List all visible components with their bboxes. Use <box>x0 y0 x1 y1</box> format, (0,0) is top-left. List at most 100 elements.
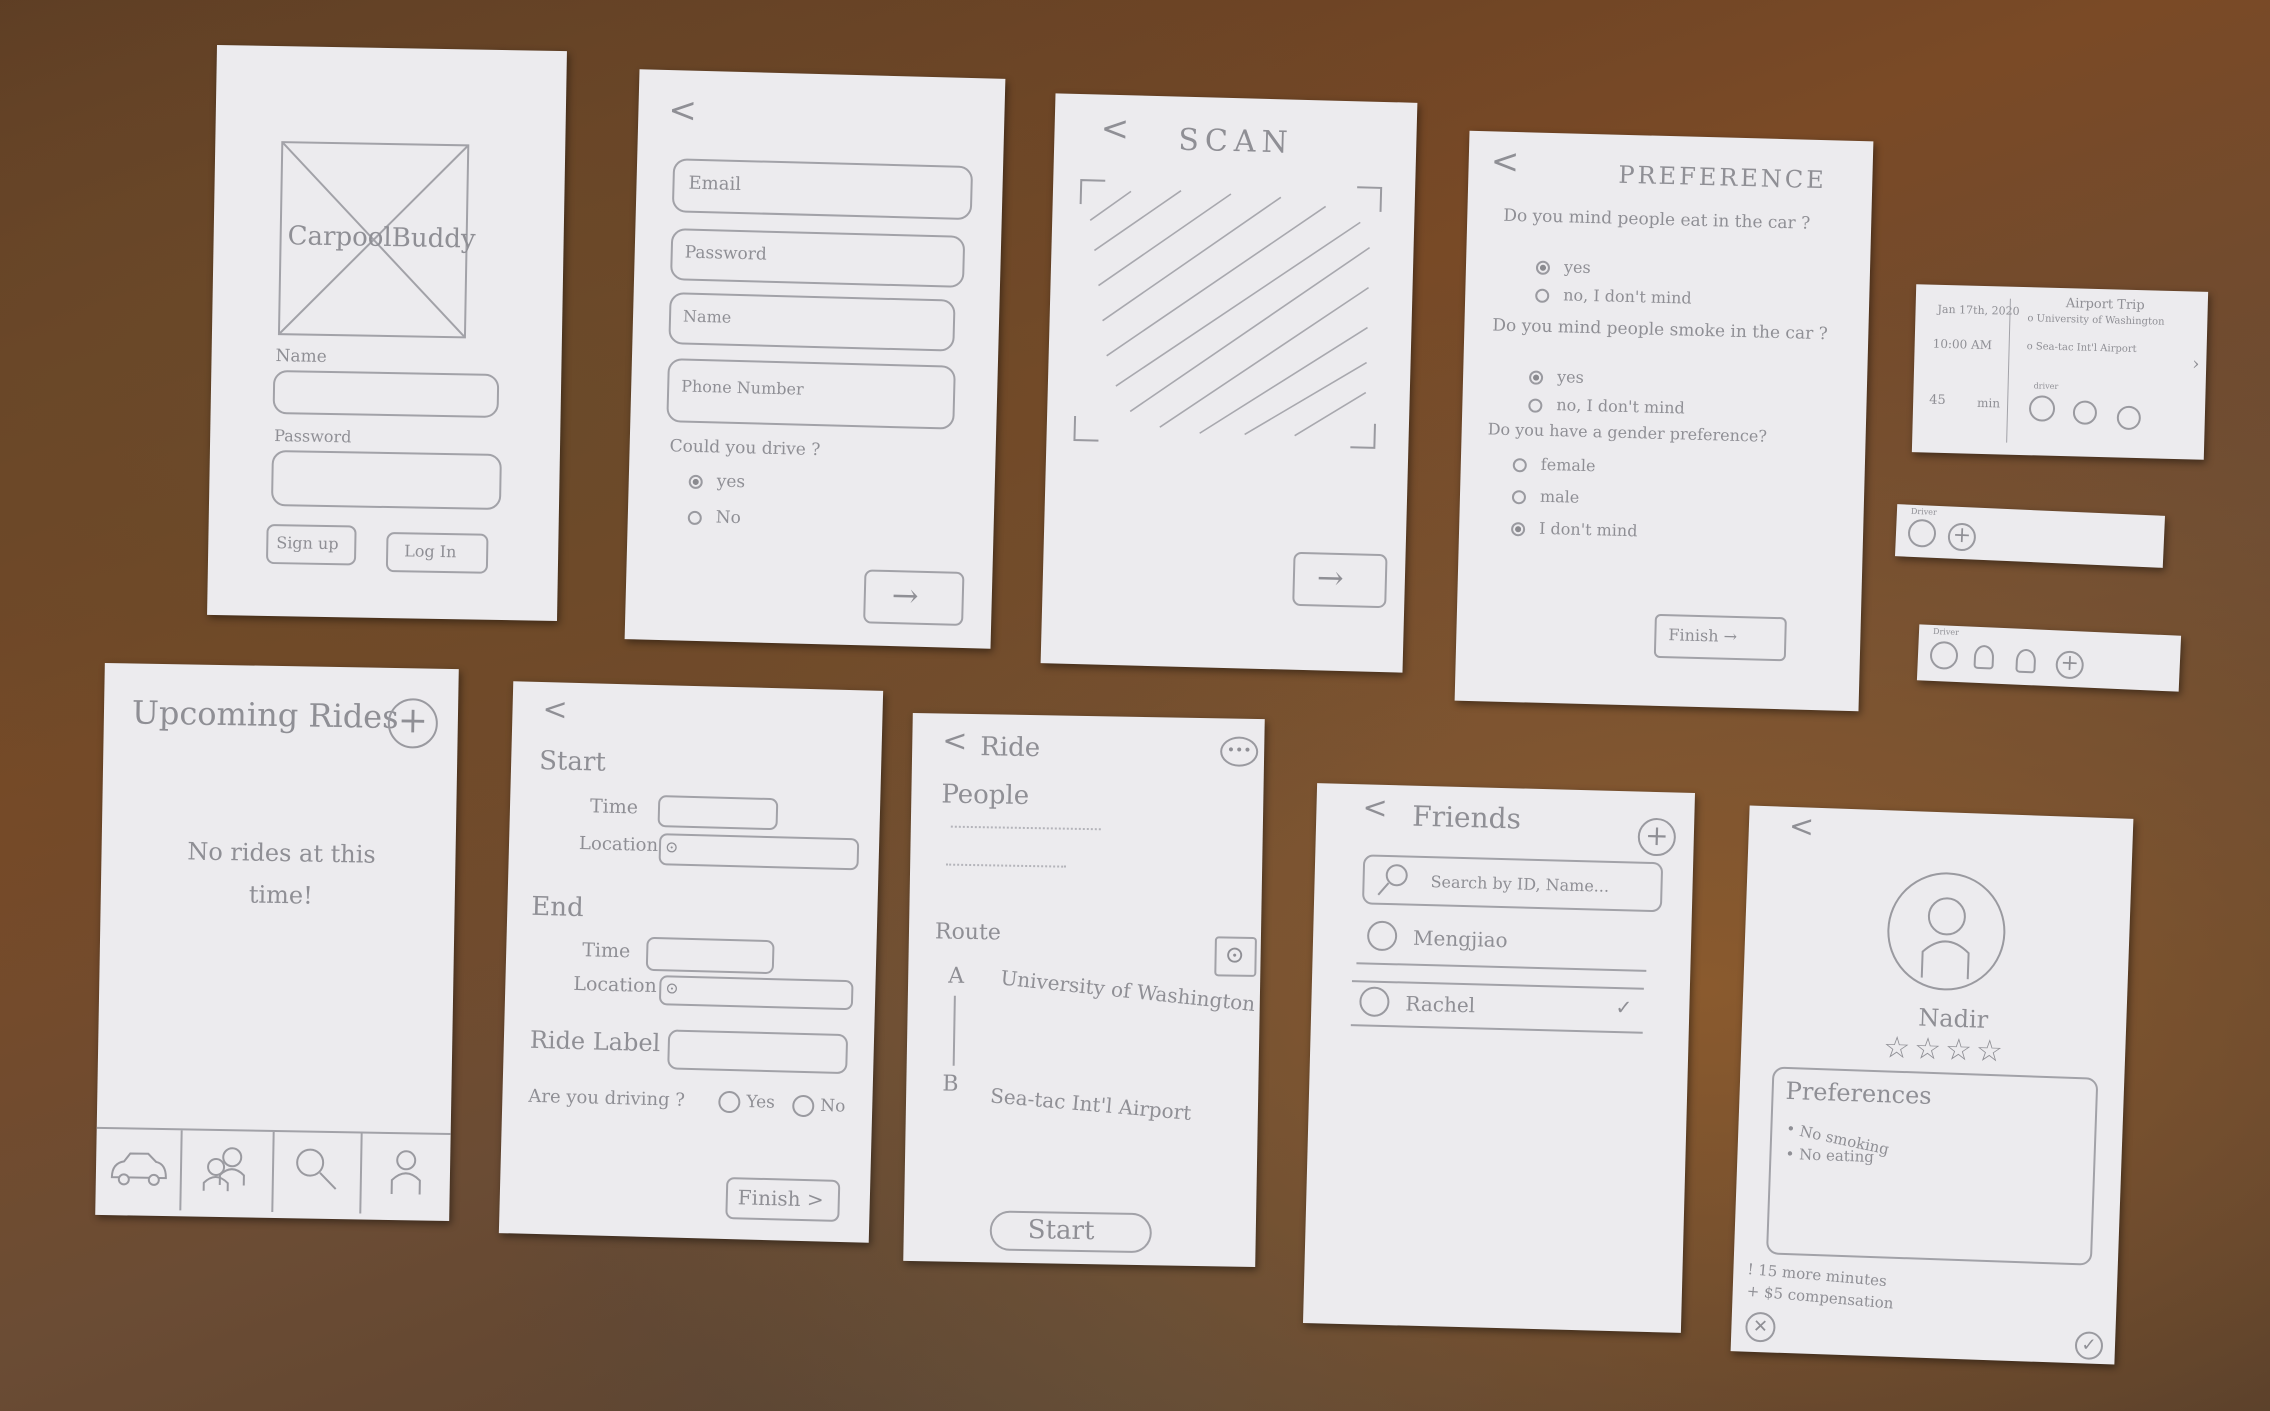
avatar-icon <box>1359 986 1390 1018</box>
add-passenger-icon[interactable]: + <box>1947 522 1977 552</box>
q3-option-dont-mind[interactable]: I don't mind <box>1510 518 1638 540</box>
tab-search[interactable] <box>273 1131 363 1214</box>
scan-title: SCAN <box>1177 122 1295 161</box>
q1-option-no[interactable]: no, I don't mind <box>1535 285 1692 308</box>
driver-avatar-icon <box>2028 395 2056 422</box>
driving-no[interactable]: No <box>791 1094 846 1118</box>
route-place-b: Sea-tac Int'l Airport <box>989 1083 1193 1125</box>
radio-yes-label: yes <box>716 471 746 493</box>
finish-button[interactable]: Finish > <box>725 1176 841 1222</box>
back-button[interactable]: < <box>1490 141 1520 183</box>
password-label: Password <box>274 426 352 447</box>
friend-row[interactable]: Mengjiao <box>1356 912 1648 972</box>
friend-row[interactable]: Rachel ✓ <box>1350 980 1644 1034</box>
start-heading: Start <box>538 745 607 778</box>
q2-option-no[interactable]: no, I don't mind <box>1528 394 1685 418</box>
question-gender: Do you have a gender preference? <box>1487 419 1768 446</box>
add-friend-icon[interactable]: + <box>1637 817 1677 857</box>
password-field[interactable]: Password <box>670 228 966 288</box>
finish-button[interactable]: Finish → <box>1653 613 1787 662</box>
radio-yes[interactable]: yes <box>688 471 746 493</box>
add-passenger-icon[interactable]: + <box>2055 650 2085 680</box>
ride-title: Ride <box>979 732 1041 764</box>
scan-screen: < SCAN → <box>1040 93 1418 673</box>
phone-field[interactable]: Phone Number <box>666 358 956 430</box>
end-location-input[interactable]: ⊙ <box>658 975 854 1011</box>
driver-label: driver <box>2033 381 2059 391</box>
driving-yes-label: Yes <box>746 1092 776 1113</box>
radio-empty-icon <box>1512 457 1527 472</box>
radio-no[interactable]: No <box>687 507 741 528</box>
chevron-right-icon[interactable]: › <box>2191 353 2200 375</box>
friend-name: Rachel <box>1405 991 1476 1018</box>
profile-avatar <box>1885 870 2008 993</box>
search-placeholder: Search by ID, Name... <box>1430 872 1610 896</box>
trip-time: 10:00 AM <box>1932 336 1993 353</box>
trip-title: Airport Trip <box>2065 296 2145 314</box>
finish-button-label: Finish > <box>737 1185 824 1212</box>
decline-icon[interactable]: ✕ <box>1744 1311 1776 1343</box>
back-button[interactable]: < <box>1100 108 1130 150</box>
tab-friends[interactable] <box>181 1130 275 1212</box>
accept-icon[interactable]: ✓ <box>2074 1331 2104 1361</box>
start-ride-button[interactable]: Start <box>989 1210 1153 1254</box>
radio-empty-icon <box>791 1094 815 1118</box>
q3-female-label: female <box>1540 454 1596 476</box>
user-silhouette-icon <box>1920 897 1970 980</box>
signup-button[interactable]: Sign up <box>265 523 357 566</box>
tab-profile[interactable] <box>361 1134 450 1216</box>
next-button[interactable]: → <box>863 569 965 626</box>
route-point-b: B <box>942 1071 959 1097</box>
q1-option-yes[interactable]: yes <box>1535 257 1591 277</box>
drive-question: Could you drive ? <box>669 436 821 461</box>
back-button[interactable]: < <box>1788 808 1815 845</box>
end-heading: End <box>530 891 585 924</box>
name-input[interactable] <box>272 370 500 418</box>
friends-screen: < Friends + Search by ID, Name... Mengji… <box>1302 783 1696 1333</box>
q3-option-female[interactable]: female <box>1512 454 1596 476</box>
next-button[interactable]: → <box>1292 551 1388 609</box>
add-ride-icon[interactable]: + <box>387 697 439 749</box>
driving-yes[interactable]: Yes <box>718 1090 776 1114</box>
end-time-input[interactable] <box>645 936 775 975</box>
logo-text: CarpoolBuddy <box>287 221 476 255</box>
search-input[interactable]: Search by ID, Name... <box>1361 854 1664 913</box>
search-icon <box>1377 864 1408 896</box>
rating-stars: ☆☆☆☆ <box>1882 1030 2008 1070</box>
driving-question: Are you driving ? <box>528 1085 686 1111</box>
location-pin-icon: ⊙ <box>664 837 679 857</box>
avatar-icon <box>1366 920 1398 952</box>
radio-selected-icon <box>1535 260 1551 275</box>
back-button[interactable]: < <box>1362 790 1389 826</box>
profile-icon <box>390 1150 421 1195</box>
q3-option-male[interactable]: male <box>1511 486 1580 507</box>
login-button[interactable]: Log In <box>385 532 489 574</box>
trip-card[interactable]: Jan 17th, 2020 10:00 AM 45 min Airport T… <box>1911 284 2209 460</box>
map-pin-button[interactable]: ⊙ <box>1214 936 1257 978</box>
upcoming-rides-screen: Upcoming Rides + No rides at this time! <box>95 662 459 1222</box>
register-screen: < Email Password Name Phone Number Could… <box>624 69 1006 649</box>
back-button[interactable]: < <box>942 723 968 759</box>
start-time-input[interactable] <box>657 795 779 831</box>
q2-option-yes[interactable]: yes <box>1528 366 1584 387</box>
email-field[interactable]: Email <box>671 158 974 221</box>
location-pin-icon: ⊙ <box>665 978 679 998</box>
start-location-input[interactable]: ⊙ <box>658 833 860 871</box>
driver-strip-label: Driver <box>1910 506 1938 517</box>
login-screen: CarpoolBuddy Name Password Sign up Log I… <box>207 44 567 622</box>
chat-icon[interactable]: ••• <box>1219 736 1259 768</box>
tab-rides[interactable] <box>95 1128 183 1211</box>
ride-detail-screen: < Ride ••• People Route ⊙ A University o… <box>903 712 1265 1268</box>
password-input[interactable] <box>270 450 502 511</box>
name-field[interactable]: Name <box>668 292 956 352</box>
profile-screen: < Nadir ☆☆☆☆ Preferences • No smoking • … <box>1730 805 2134 1365</box>
radio-empty-icon <box>1528 397 1543 413</box>
back-button[interactable]: < <box>667 90 698 131</box>
back-button[interactable]: < <box>542 692 569 728</box>
ride-label-input[interactable] <box>667 1029 849 1075</box>
passenger-avatar-icon <box>1973 644 1995 670</box>
finish-button-label: Finish → <box>1668 625 1738 646</box>
car-icon <box>110 1152 167 1186</box>
radio-empty-icon <box>687 510 702 525</box>
new-ride-screen: < Start Time Location ⊙ End Time Locatio… <box>498 681 884 1243</box>
